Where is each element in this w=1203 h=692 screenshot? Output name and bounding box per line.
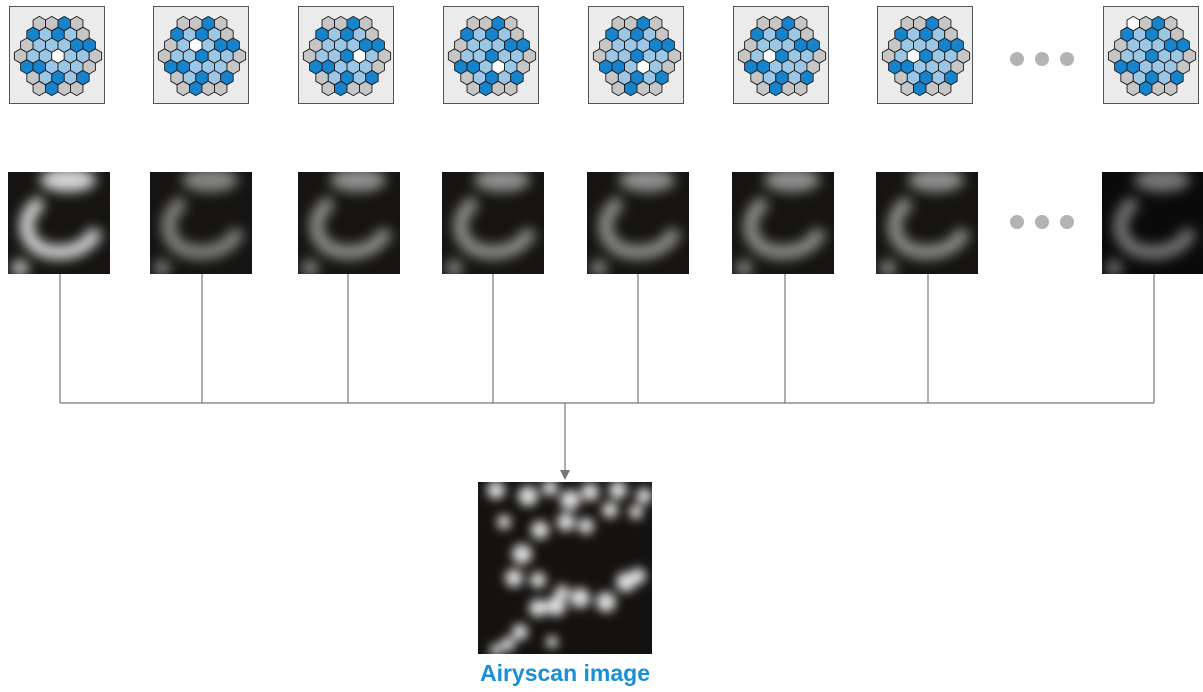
result-spot bbox=[629, 505, 643, 519]
result-spot bbox=[578, 518, 594, 534]
raw-detector-image bbox=[1102, 172, 1203, 274]
result-spot bbox=[529, 599, 547, 617]
result-spot bbox=[542, 482, 558, 496]
detector-panel bbox=[1103, 6, 1199, 104]
detector-element bbox=[377, 48, 392, 64]
result-spot bbox=[531, 521, 549, 539]
result-spot bbox=[546, 636, 558, 648]
detector-ellipsis bbox=[1010, 52, 1080, 66]
result-spot bbox=[596, 592, 616, 612]
result-spot bbox=[602, 502, 618, 518]
detector-hexagon-array bbox=[737, 15, 827, 97]
result-spot bbox=[490, 644, 502, 654]
result-spot bbox=[557, 513, 575, 531]
result-spot bbox=[512, 544, 532, 564]
result-spot bbox=[512, 624, 528, 640]
detector-panel bbox=[588, 6, 684, 104]
result-spot bbox=[630, 568, 646, 584]
raw-image-ellipsis bbox=[1010, 215, 1080, 229]
arrow-head bbox=[560, 470, 570, 480]
result-spot bbox=[505, 569, 523, 587]
result-spot bbox=[546, 596, 566, 616]
detector-hexagon-array bbox=[157, 15, 247, 97]
detector-hexagon-array bbox=[13, 15, 103, 97]
detector-hexagon-array bbox=[881, 15, 971, 97]
detector-panel bbox=[443, 6, 539, 104]
detector-element bbox=[812, 48, 827, 64]
result-spot bbox=[570, 588, 590, 608]
result-spot bbox=[636, 488, 652, 504]
raw-detector-image bbox=[876, 172, 978, 274]
detector-element bbox=[667, 48, 682, 64]
detector-hexagon-array bbox=[302, 15, 392, 97]
raw-detector-image bbox=[732, 172, 834, 274]
detector-element bbox=[956, 48, 971, 64]
result-spot bbox=[497, 515, 511, 529]
detector-panel bbox=[153, 6, 249, 104]
caption: Airyscan image bbox=[479, 660, 651, 686]
detector-element bbox=[522, 48, 537, 64]
detector-element bbox=[1182, 48, 1197, 64]
detector-panel bbox=[733, 6, 829, 104]
result-spot bbox=[560, 490, 580, 510]
airyscan-result-image bbox=[478, 482, 652, 654]
detector-panel bbox=[9, 6, 105, 104]
result-spot bbox=[487, 482, 505, 499]
result-spot bbox=[609, 482, 627, 499]
detector-panel bbox=[877, 6, 973, 104]
result-spot bbox=[501, 637, 515, 651]
result-spot bbox=[555, 585, 569, 599]
raw-detector-image bbox=[8, 172, 110, 274]
detector-panel bbox=[298, 6, 394, 104]
detector-hexagon-array bbox=[1107, 15, 1197, 97]
detector-hexagon-array bbox=[447, 15, 537, 97]
detector-hexagon-array bbox=[592, 15, 682, 97]
raw-detector-image bbox=[298, 172, 400, 274]
raw-detector-image bbox=[442, 172, 544, 274]
result-spot bbox=[581, 483, 599, 501]
raw-detector-image bbox=[587, 172, 689, 274]
detector-element bbox=[232, 48, 247, 64]
raw-detector-image bbox=[150, 172, 252, 274]
result-spot bbox=[530, 572, 546, 588]
result-spot bbox=[518, 486, 538, 506]
detector-element bbox=[88, 48, 103, 64]
